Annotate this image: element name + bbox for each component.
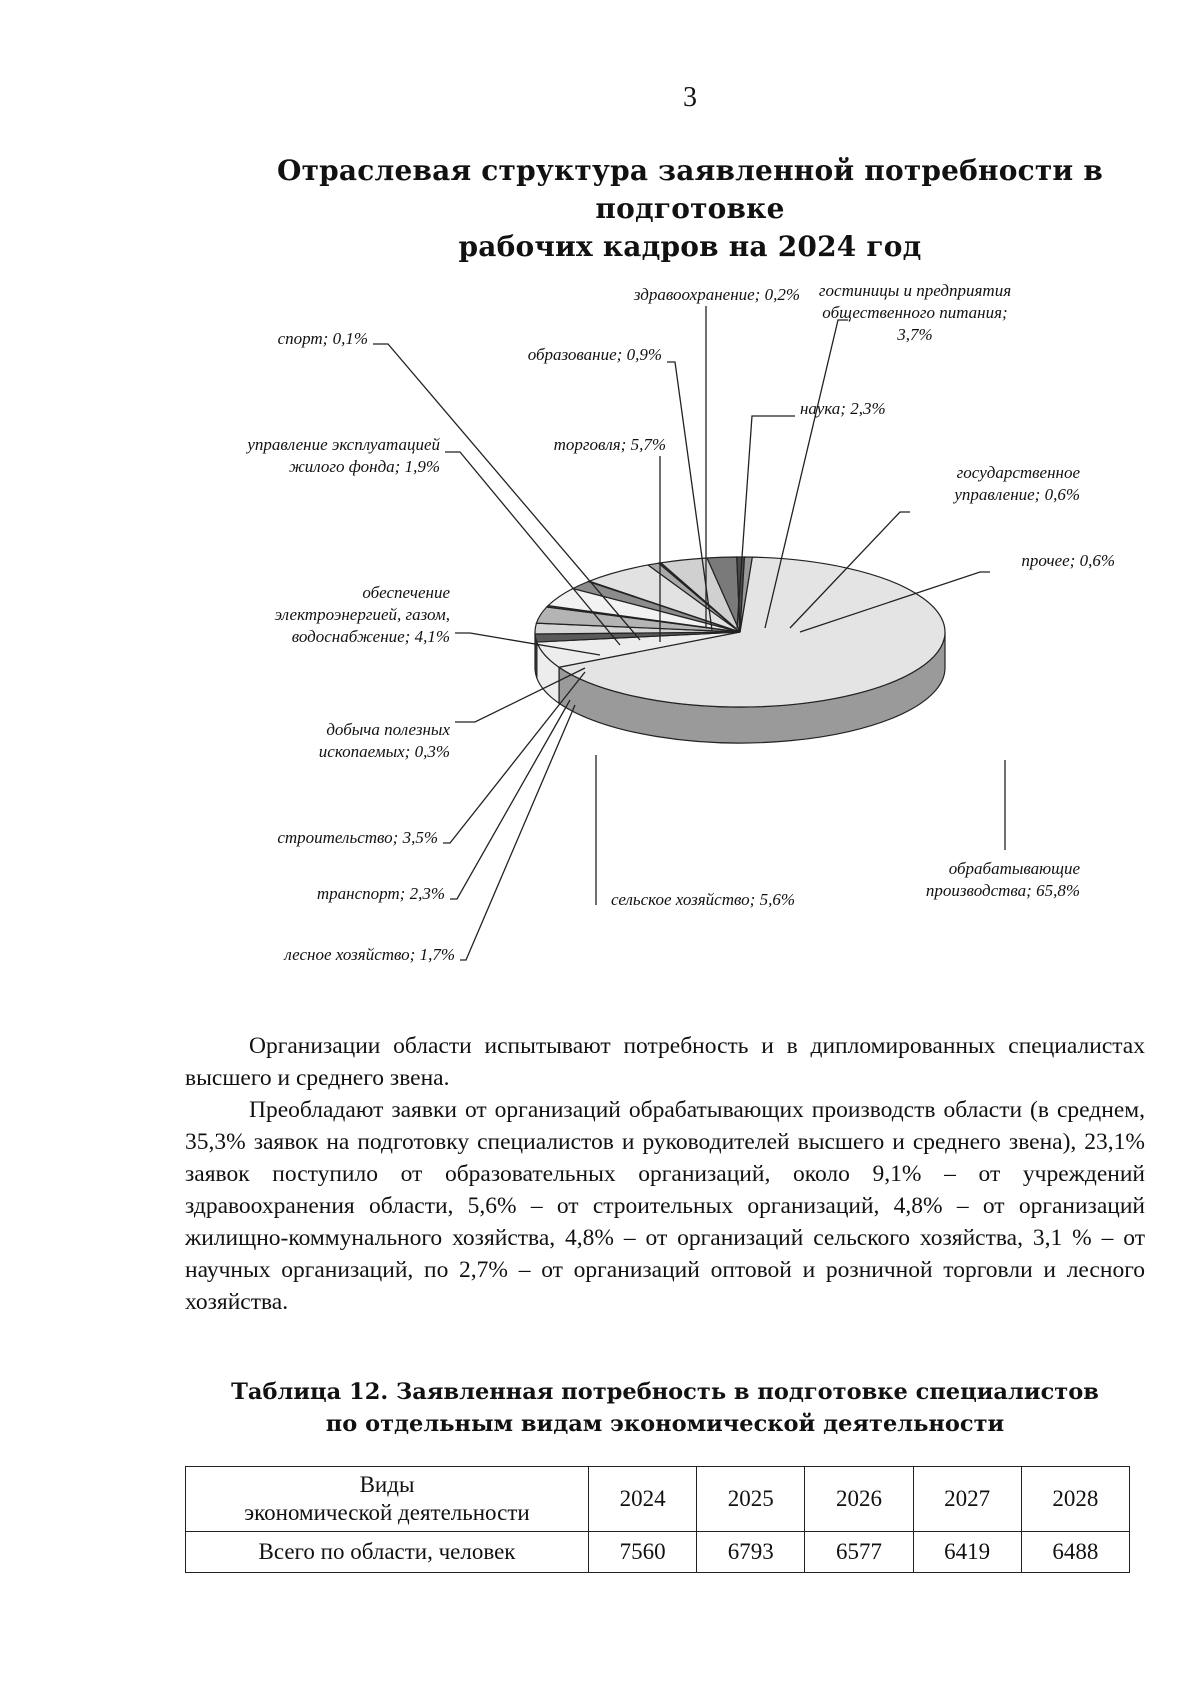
table-caption: Таблица 12. Заявленная потребность в под… [185, 1376, 1145, 1440]
leader-line-14 [789, 511, 910, 629]
header-year: 2024 [587, 1466, 698, 1532]
row-value: 6419 [912, 1531, 1022, 1573]
header-kind-line2: экономической деятельности [244, 1500, 530, 1525]
slice-label-9: торговля; 5,7% [554, 435, 666, 454]
row-value: 6488 [1020, 1531, 1131, 1573]
leader-line-3 [450, 699, 571, 900]
table-caption-line1: Таблица 12. Заявленная потребность в под… [231, 1379, 1099, 1405]
table-caption-line2: по отдельным видам экономической деятель… [325, 1411, 1005, 1437]
leader-line-4 [443, 671, 586, 844]
leader-line-2 [460, 704, 576, 961]
chart-title-line1: Отраслевая структура заявленной потребно… [277, 154, 1103, 225]
slice-label-4: строительство; 3,5% [277, 828, 438, 847]
header-kind: Виды экономической деятельности [185, 1466, 589, 1532]
slice-label-13: наука; 2,3% [800, 399, 886, 418]
header-year: 2025 [696, 1466, 806, 1532]
pie-slice-15 [739, 556, 753, 633]
slice-label-11: здравоохранение; 0,2% [633, 285, 800, 304]
leader-line-15 [799, 571, 990, 633]
leader-line-6 [455, 632, 601, 656]
header-kind-line1: Виды [359, 1472, 415, 1497]
chart-title: Отраслевая структура заявленной потребно… [270, 152, 1110, 266]
row-kind: Всего по области, человек [185, 1531, 589, 1573]
leader-line-12 [764, 319, 848, 629]
header-year: 2027 [912, 1466, 1022, 1532]
leader-line-5 [455, 667, 586, 723]
row-value: 6577 [804, 1531, 914, 1573]
table-row: Всего по области, человек 7560 6793 6577… [185, 1531, 1131, 1573]
slice-label-3: транспорт; 2,3% [317, 884, 445, 903]
table-header-row: Виды экономической деятельности 2024 202… [185, 1466, 1131, 1532]
paragraph-2: Преобладают заявки от организаций обраба… [185, 1097, 1145, 1315]
slice-label-2: лесное хозяйство; 1,7% [283, 945, 455, 964]
slice-label-15: прочее; 0,6% [1021, 551, 1115, 570]
page-number: 3 [683, 82, 697, 113]
paragraph-1: Организации области испытывают потребнос… [185, 1033, 1145, 1091]
body-text: Организации области испытывают потребнос… [185, 1030, 1145, 1318]
leader-line-7 [445, 451, 621, 646]
header-year: 2026 [804, 1466, 914, 1532]
pie-slice-0 [557, 556, 946, 708]
leader-line-8 [373, 343, 641, 641]
slice-label-8: спорт; 0,1% [278, 329, 368, 348]
slice-label-10: образование; 0,9% [528, 345, 662, 364]
row-value: 7560 [587, 1531, 698, 1573]
leader-line-10 [667, 361, 713, 631]
leader-line-13 [736, 415, 795, 629]
slice-label-1: сельское хозяйство; 5,6% [611, 890, 795, 909]
header-year: 2028 [1020, 1466, 1131, 1532]
row-value: 6793 [696, 1531, 806, 1573]
needs-table: Виды экономической деятельности 2024 202… [185, 1466, 1131, 1573]
chart-title-line2: рабочих кадров на 2024 год [458, 230, 922, 263]
